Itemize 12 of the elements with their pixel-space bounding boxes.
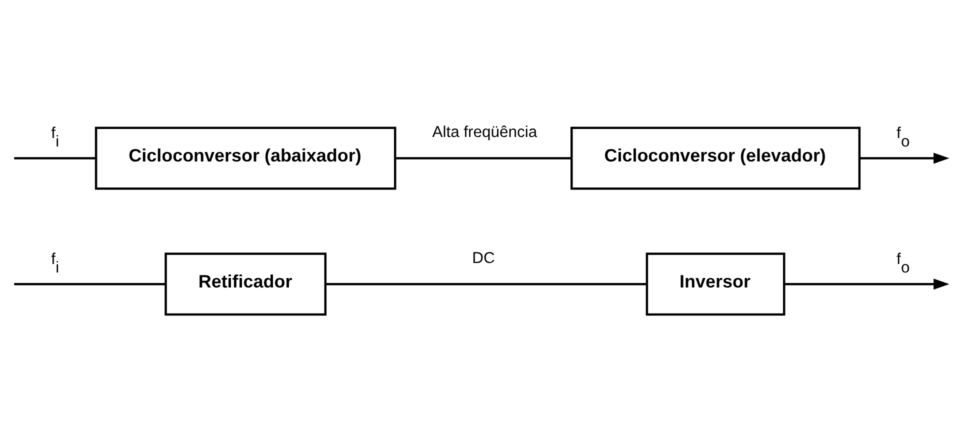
node-box: Cicloconversor (elevador) (570, 126, 861, 190)
node-box: Cicloconversor (abaixador) (94, 126, 396, 190)
connector (395, 156, 572, 159)
connector (14, 282, 166, 285)
node-box: Retificador (164, 252, 327, 316)
arrow (860, 152, 950, 164)
arrow (784, 278, 950, 290)
node-box: Inversor (646, 252, 786, 316)
edge-label: DC (472, 250, 495, 267)
edge-label: Alta freqüência (432, 124, 538, 141)
connector (326, 282, 647, 285)
connector (14, 156, 96, 159)
